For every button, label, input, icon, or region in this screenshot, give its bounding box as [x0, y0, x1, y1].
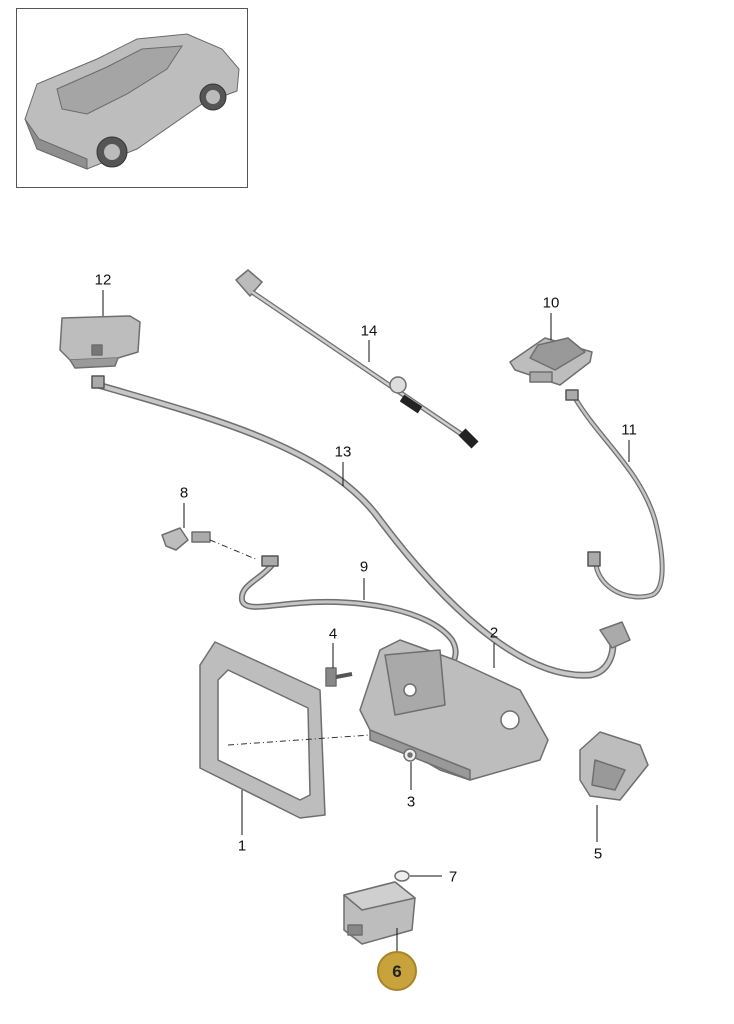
- part-1-trim-frame[interactable]: [199, 641, 326, 819]
- label-part-1: 1: [237, 837, 247, 855]
- leader-lines: [102, 290, 630, 952]
- part-10-antenna-module[interactable]: [509, 337, 593, 386]
- label-part-5: 5: [593, 845, 603, 863]
- part-11-antenna-cable[interactable]: [565, 389, 665, 600]
- part-7-washer[interactable]: [394, 870, 410, 882]
- part-5-cover-piece[interactable]: [579, 731, 649, 801]
- part-14-rod-cable[interactable]: [235, 269, 479, 449]
- label-part-4: 4: [328, 625, 338, 643]
- part-13-cable-long[interactable]: [91, 375, 631, 679]
- part-6-control-unit[interactable]: [343, 881, 416, 945]
- label-part-12: 12: [94, 271, 112, 289]
- part-3-clip-nut[interactable]: [403, 748, 417, 762]
- part-9-cable-short[interactable]: [238, 555, 459, 668]
- label-part-7: 7: [448, 868, 458, 886]
- part-8-connector[interactable]: [161, 527, 211, 551]
- label-part-3: 3: [406, 793, 416, 811]
- part-4-screw[interactable]: [325, 667, 353, 687]
- label-part-8: 8: [179, 484, 189, 502]
- label-part-9: 9: [359, 558, 369, 576]
- car-thumbnail-icon: [24, 33, 240, 170]
- label-part-10: 10: [542, 294, 560, 312]
- label-part-14: 14: [360, 322, 378, 340]
- vehicle-thumbnail: [16, 8, 248, 188]
- label-part-2: 2: [489, 624, 499, 642]
- label-part-13: 13: [334, 443, 352, 461]
- part-12-holder[interactable]: [59, 315, 141, 369]
- part-2-mounting-bracket[interactable]: [359, 639, 549, 781]
- label-part-11: 11: [621, 421, 637, 439]
- label-part-6-highlighted[interactable]: 6: [377, 951, 417, 991]
